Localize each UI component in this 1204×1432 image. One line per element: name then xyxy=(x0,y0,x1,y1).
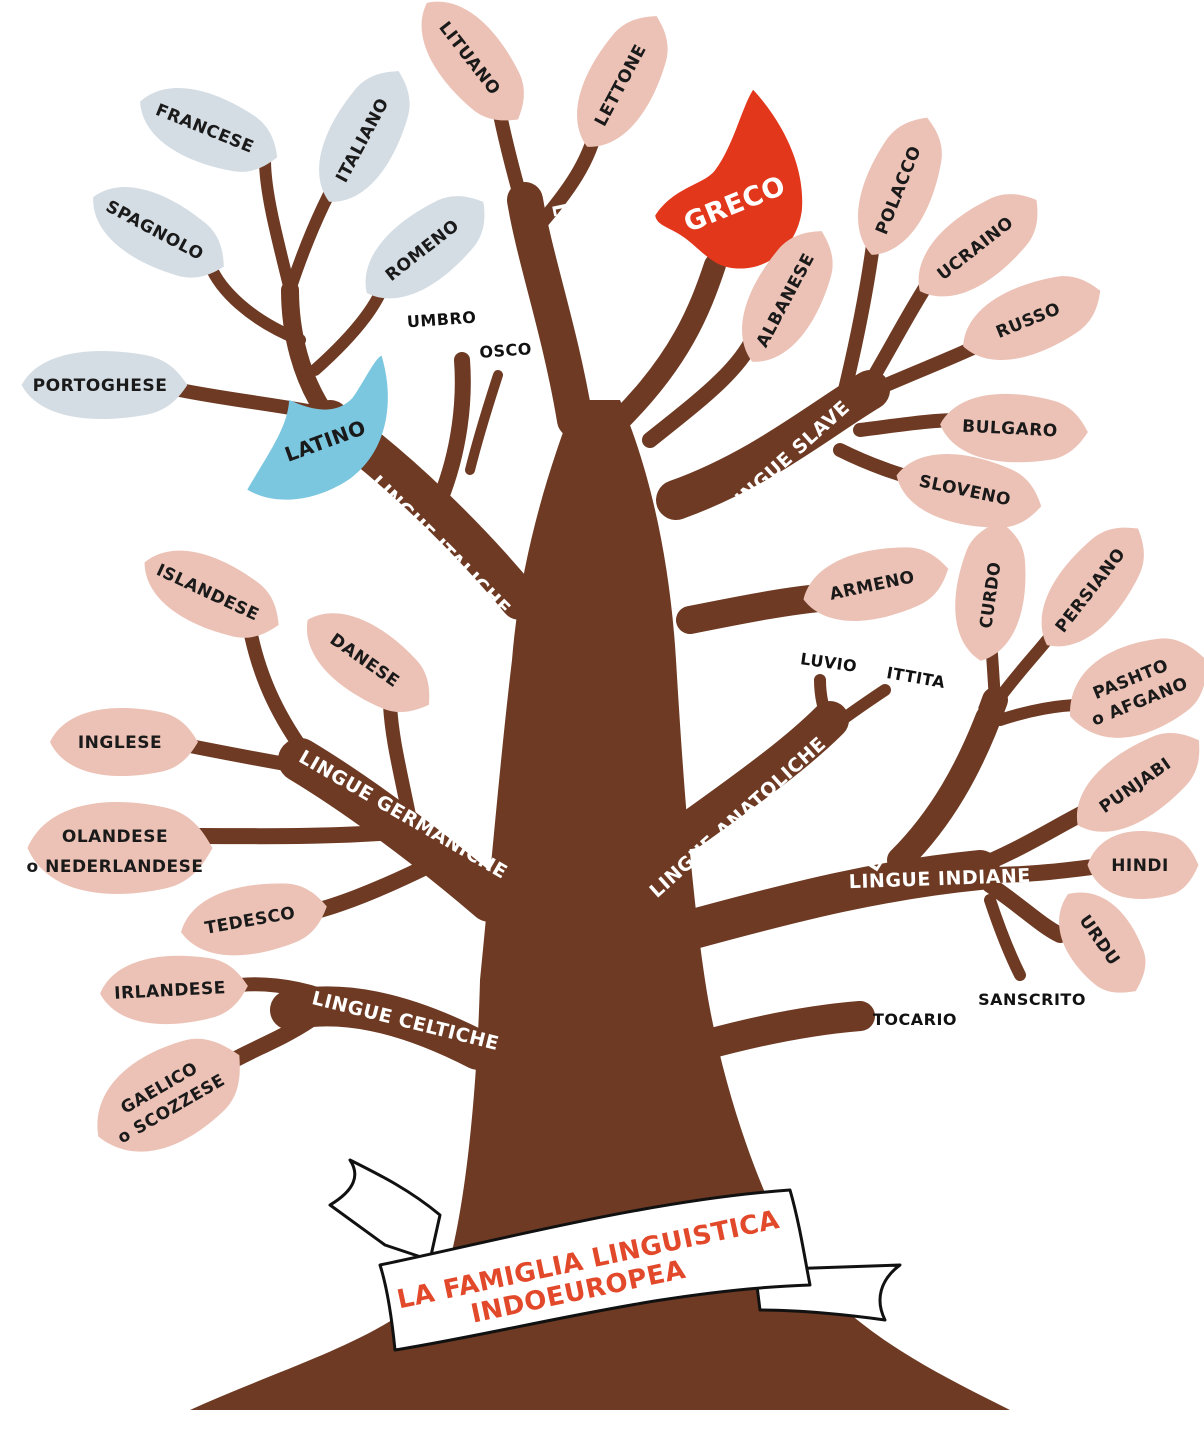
leaf-sloveno: SLOVENO xyxy=(889,442,1049,540)
leaf-romeno: ROMENO xyxy=(345,175,505,320)
leaf-gaelico: GAELICO o SCOZZESE xyxy=(75,1015,263,1177)
leaf-curdo: CURDO xyxy=(947,516,1035,666)
leaf-label: INGLESE xyxy=(78,733,162,753)
leaf-label: PORTOGHESE xyxy=(33,376,168,396)
leaf-italiano: ITALIANO xyxy=(299,55,429,218)
leaf-pashto: PASHTO o AFGANO xyxy=(1053,619,1204,758)
leaf-latino: LATINO xyxy=(247,355,388,500)
leaf-olandese: OLANDESE o NEDERLANDESE xyxy=(27,802,213,894)
leaf-islandese: ISLANDESE xyxy=(130,531,294,656)
leaf-inglese: INGLESE xyxy=(50,707,198,777)
label-ittita: ITTITA xyxy=(885,663,947,692)
leaf-urdu: URDU xyxy=(1039,874,1164,1011)
leaf-bulgaro: BULGARO xyxy=(938,390,1090,467)
leaf-hindi: HINDI xyxy=(1087,830,1199,900)
leaf-punjabi: PUNJABI xyxy=(1058,712,1204,854)
leaf-polacco: POLACCO xyxy=(840,104,959,268)
leaf-label: OLANDESE xyxy=(62,827,168,847)
leaf-irlandese: IRLANDESE xyxy=(98,951,250,1028)
leaf-armeno: ARMENO xyxy=(796,535,956,633)
leaf-label: HINDI xyxy=(1111,856,1169,876)
label-sanscrito: SANSCRITO xyxy=(978,990,1086,1009)
trunk xyxy=(190,400,1010,1410)
label-umbro: UMBRO xyxy=(406,308,477,332)
label-tocario: TOCARIO xyxy=(873,1010,957,1029)
leaf-tedesco: TEDESCO xyxy=(175,872,333,966)
leaf-lettone: LETTONE xyxy=(557,0,687,163)
leaf-danese: DANESE xyxy=(288,591,449,733)
leaf-russo: RUSSO xyxy=(950,259,1114,378)
leaf-lituano: LITUANO xyxy=(400,0,545,141)
label-osco: OSCO xyxy=(479,339,533,362)
leaf-portoghese: PORTOGHESE xyxy=(21,350,188,420)
leaf-label: o NEDERLANDESE xyxy=(27,857,204,877)
label-luvio: LUVIO xyxy=(799,649,858,676)
